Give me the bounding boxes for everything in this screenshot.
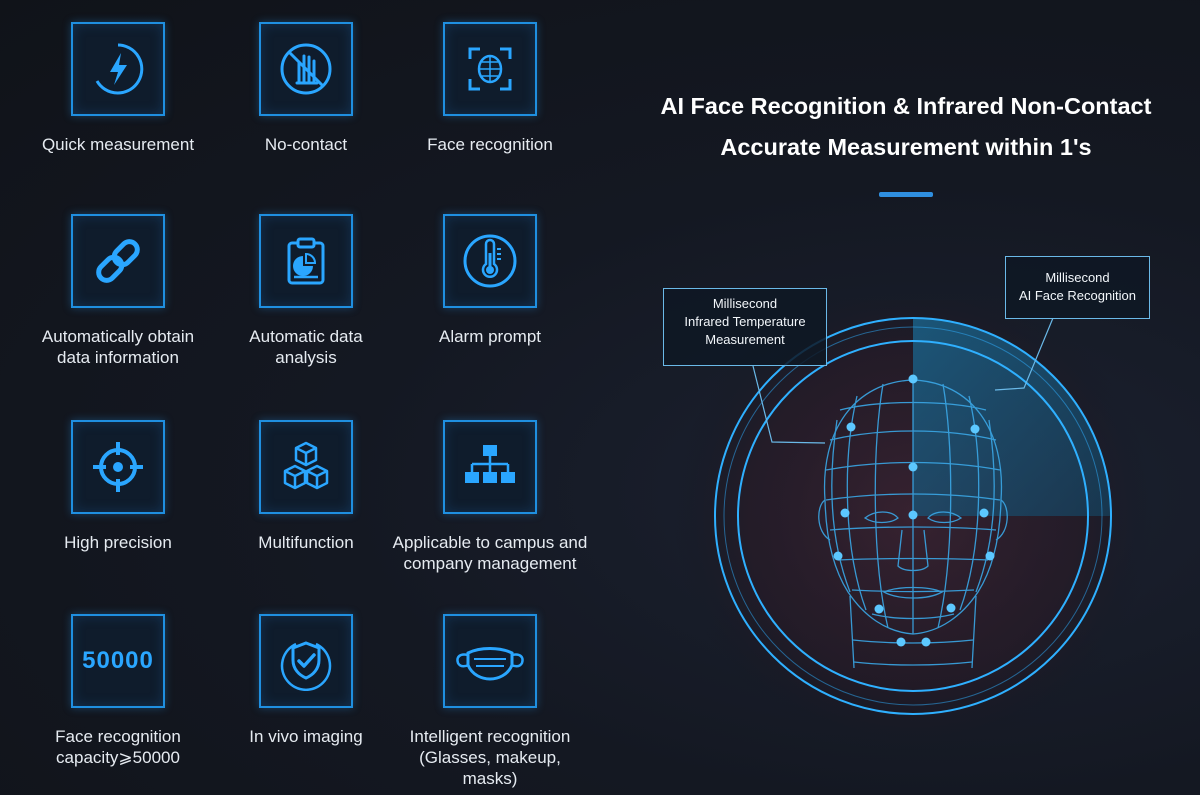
feature-in-vivo: In vivo imaging xyxy=(206,614,406,747)
feature-campus-management: Applicable to campus and company managem… xyxy=(390,420,590,574)
headline: AI Face Recognition & Infrared Non-Conta… xyxy=(630,86,1182,168)
feature-label: No-contact xyxy=(264,135,348,154)
feature-face-recognition: Face recognition xyxy=(390,22,590,155)
headline-underline xyxy=(879,192,933,197)
face-scan-icon xyxy=(468,47,512,91)
callout-line-face xyxy=(994,317,1054,391)
thermometer-icon xyxy=(463,234,517,288)
feature-auto-analysis: Automatic data analysis xyxy=(206,214,406,368)
callout-temperature: Millisecond Infrared Temperature Measure… xyxy=(663,288,827,366)
icon-tile xyxy=(71,22,165,116)
mask-icon xyxy=(456,647,524,681)
face-scan-illustration xyxy=(673,300,1153,756)
feature-no-contact: No-contact xyxy=(206,22,406,155)
lightning-icon xyxy=(95,43,144,95)
feature-label: Face recognition xyxy=(427,135,553,154)
icon-tile xyxy=(443,614,537,708)
scan-sweep xyxy=(913,318,1111,516)
crosshair-icon xyxy=(93,442,143,492)
callout-face-recognition: Millisecond AI Face Recognition xyxy=(1005,256,1150,319)
feature-intelligent-recognition: Intelligent recognition (Glasses, makeup… xyxy=(390,614,590,789)
inner-ring xyxy=(737,340,1089,692)
feature-label: Automatically obtain data information xyxy=(41,327,195,367)
feature-label: Applicable to campus and company managem… xyxy=(392,533,588,573)
org-chart-icon xyxy=(465,445,515,483)
icon-tile xyxy=(259,420,353,514)
icon-tile xyxy=(71,214,165,308)
cubes-icon xyxy=(283,441,329,490)
feature-label: Multifunction xyxy=(258,533,354,552)
capacity-number: 50000 xyxy=(82,647,154,674)
feature-label: Face recognition capacity⩾50000 xyxy=(55,727,181,767)
icon-tile xyxy=(259,22,353,116)
icon-tile xyxy=(71,420,165,514)
feature-auto-obtain: Automatically obtain data information xyxy=(18,214,218,368)
feature-label: Intelligent recognition (Glasses, makeup… xyxy=(409,727,571,788)
feature-label: Alarm prompt xyxy=(438,327,542,346)
feature-label: High precision xyxy=(64,533,172,552)
clipboard-chart-icon xyxy=(287,237,325,285)
headline-line-2: Accurate Measurement within 1's xyxy=(720,134,1092,160)
feature-alarm-prompt: Alarm prompt xyxy=(390,214,590,347)
callout-line-temperature xyxy=(752,365,826,444)
feature-multifunction: Multifunction xyxy=(206,420,406,553)
feature-high-precision: High precision xyxy=(18,420,218,553)
link-icon xyxy=(96,239,140,283)
outer-ring xyxy=(714,317,1112,715)
shield-check-icon xyxy=(280,641,332,691)
feature-capacity: 50000 Face recognition capacity⩾50000 xyxy=(18,614,218,768)
icon-tile xyxy=(443,214,537,308)
no-touch-icon xyxy=(280,43,332,95)
number-icon: 50000 xyxy=(71,614,165,708)
feature-quick-measurement: Quick measurement xyxy=(18,22,218,155)
headline-line-1: AI Face Recognition & Infrared Non-Conta… xyxy=(660,93,1152,119)
feature-label: Automatic data analysis xyxy=(249,327,363,367)
icon-tile xyxy=(443,22,537,116)
landmark-points xyxy=(833,374,995,647)
icon-tile xyxy=(259,214,353,308)
icon-tile xyxy=(259,614,353,708)
feature-label: In vivo imaging xyxy=(249,727,363,746)
outer-ring-inner xyxy=(723,326,1103,706)
feature-label: Quick measurement xyxy=(41,135,195,154)
icon-tile xyxy=(443,420,537,514)
